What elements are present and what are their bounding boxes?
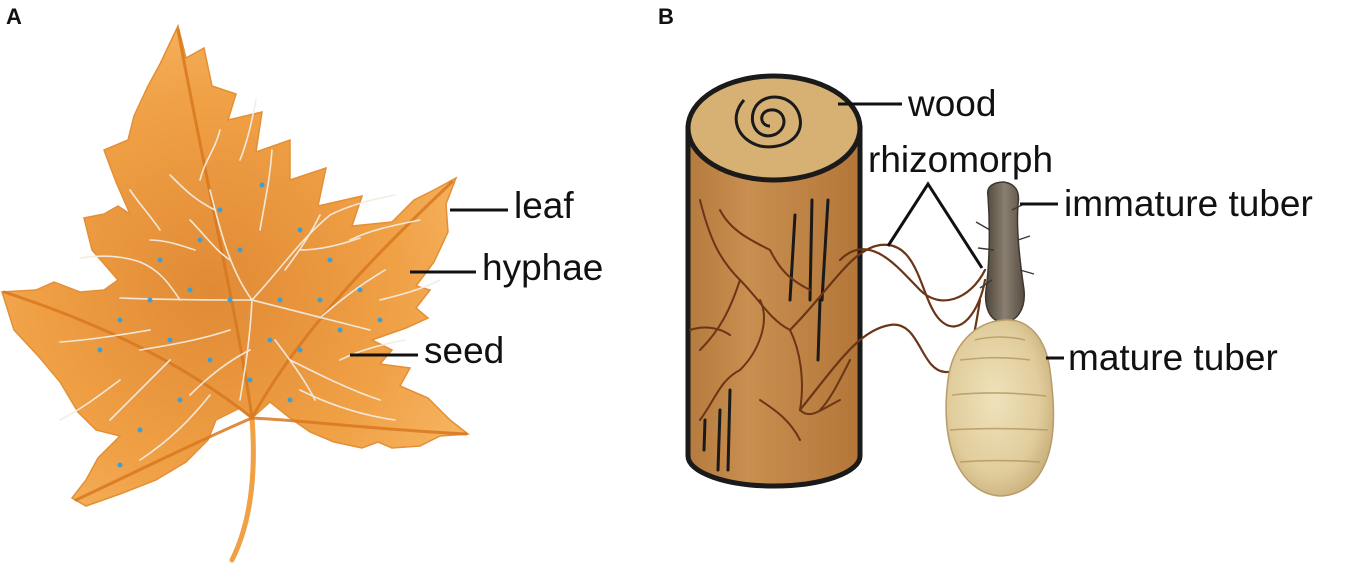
- panel-b-letter: B: [658, 4, 674, 29]
- label-hyphae: hyphae: [482, 247, 603, 288]
- log-rings: [734, 95, 802, 149]
- label-immature-tuber: immature tuber: [1064, 183, 1313, 224]
- rhizomorph-leader-lines: [886, 181, 984, 269]
- leaf-stem: [229, 415, 256, 563]
- label-wood: wood: [907, 83, 996, 124]
- panel-a: A: [0, 4, 603, 563]
- bark-lines: [702, 198, 830, 472]
- label-leaf: leaf: [514, 185, 574, 226]
- rhizomorph-on-log: [689, 199, 851, 441]
- seed-dots: [97, 182, 383, 468]
- label-mature-tuber: mature tuber: [1068, 337, 1278, 378]
- leaf-blade: [0, 23, 471, 507]
- hyphae-network: [59, 99, 441, 461]
- mature-tuber: [945, 319, 1055, 497]
- log-top: [685, 73, 863, 183]
- label-seed: seed: [424, 330, 504, 371]
- maple-leaf-illustration: [0, 23, 471, 563]
- panel-a-letter: A: [6, 4, 22, 29]
- wood-log-illustration: [685, 73, 863, 489]
- immature-tuber: [975, 181, 1035, 323]
- label-rhizomorph: rhizomorph: [868, 139, 1053, 180]
- panel-b: B: [658, 4, 1313, 497]
